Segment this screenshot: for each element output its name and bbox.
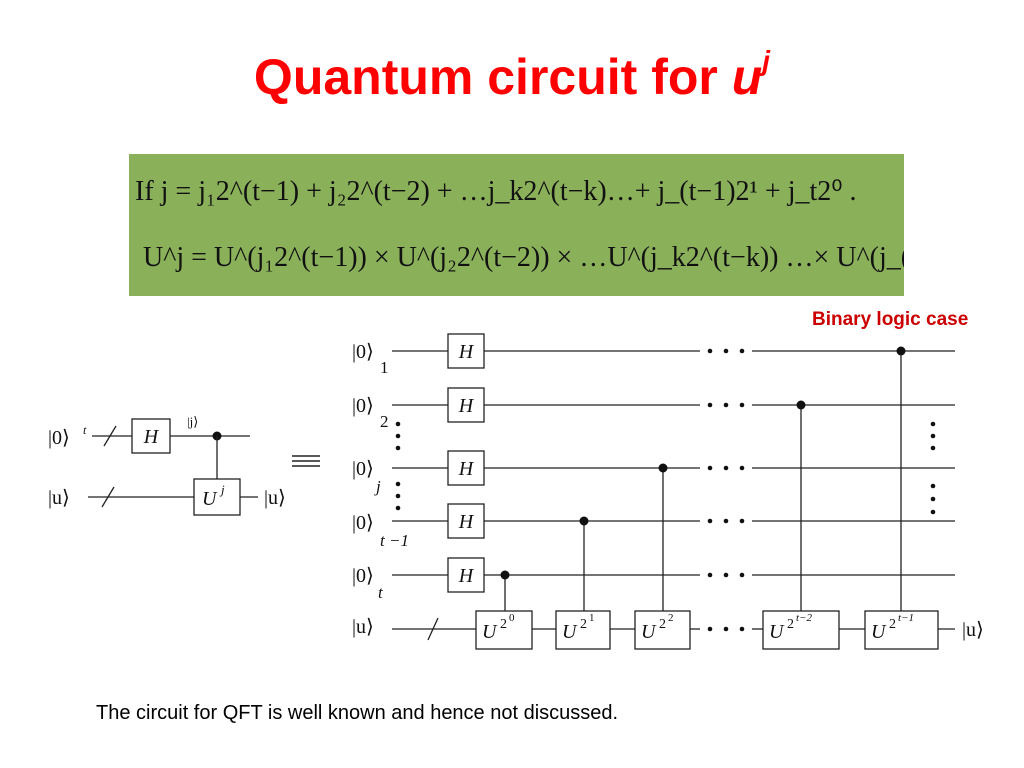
qubit-sub-j: j xyxy=(374,477,381,496)
small-output: |u⟩ xyxy=(264,487,286,509)
u-gate-3-exp: 2 xyxy=(659,617,666,632)
h-gate-1: H xyxy=(447,333,485,369)
qubit-label-j: |0⟩ xyxy=(352,458,374,480)
control-dot-2 xyxy=(796,400,806,410)
equation-box: If j = j₁2^(t−1) + j₂2^(t−2) + …j_k2^(t−… xyxy=(129,154,904,296)
h-gate-t-label: H xyxy=(458,565,475,587)
u-gate-5-exp2: t−1 xyxy=(898,612,914,624)
control-dot-t1 xyxy=(579,516,589,526)
small-slash-top xyxy=(103,425,117,447)
right-vertical-dots xyxy=(930,421,936,515)
h-gate-2: H xyxy=(447,387,485,423)
page-title: Quantum circuit for uj xyxy=(0,45,1024,106)
u-gate-5: U 2 t−1 xyxy=(864,610,939,650)
h-gate-t1-label: H xyxy=(458,511,475,533)
qubit-sub-1: 1 xyxy=(380,358,389,377)
target-slash xyxy=(427,617,439,641)
u-gate-1-base: U xyxy=(482,621,498,643)
target-label: |u⟩ xyxy=(352,616,374,638)
u-gate-3-exp2: 2 xyxy=(668,612,674,624)
qubit-sub-2: 2 xyxy=(380,412,389,431)
small-u-sup: j xyxy=(219,482,225,497)
u-gate-2-exp: 2 xyxy=(580,617,587,632)
u-gate-4: U 2 t−2 xyxy=(762,610,840,650)
horizontal-ellipses xyxy=(707,348,745,632)
caption: The circuit for QFT is well known and he… xyxy=(96,702,619,724)
qubit-sub-t: t xyxy=(378,583,384,602)
big-circuit: |0⟩ 1 |0⟩ 2 |0⟩ j |0⟩ t −1 |0⟩ t |u⟩ xyxy=(352,333,984,650)
small-input-bottom: |u⟩ xyxy=(48,487,70,509)
h-gate-j: H xyxy=(447,450,485,486)
u-gate-2-base: U xyxy=(562,621,578,643)
h-gate-t1: H xyxy=(447,503,485,539)
control-dot-j xyxy=(658,463,668,473)
u-gate-1: U 2 0 xyxy=(475,610,533,650)
title-text: Quantum circuit for xyxy=(253,49,732,105)
title-var: u xyxy=(731,49,763,105)
qubit-label-1: |0⟩ xyxy=(352,341,374,363)
small-circuit: |0⟩ t H |j⟩ |u⟩ U j |u⟩ xyxy=(48,414,320,516)
u-gate-4-base: U xyxy=(769,621,785,643)
small-h-label: H xyxy=(143,426,160,448)
control-dot-t xyxy=(500,570,510,580)
small-h-gate xyxy=(131,418,171,454)
u-gate-2: U 2 1 xyxy=(555,610,611,650)
small-input-top: |0⟩ xyxy=(48,427,70,449)
small-input-top-sup: t xyxy=(83,423,87,437)
left-vertical-dots xyxy=(395,421,401,511)
u-gate-4-exp: 2 xyxy=(787,617,794,632)
small-u-base: U xyxy=(202,488,218,510)
h-gate-j-label: H xyxy=(458,458,475,480)
u-gate-5-base: U xyxy=(871,621,887,643)
equation-line-1: If j = j₁2^(t−1) + j₂2^(t−2) + …j_k2^(t−… xyxy=(135,176,857,207)
qubit-label-2: |0⟩ xyxy=(352,395,374,417)
u-gate-4-exp2: t−2 xyxy=(796,612,812,624)
qubit-label-t: |0⟩ xyxy=(352,565,374,587)
big-output: |u⟩ xyxy=(962,619,984,641)
control-dot-1 xyxy=(896,346,906,356)
u-gate-2-exp2: 1 xyxy=(589,612,595,624)
title-sup: j xyxy=(762,45,771,77)
h-gate-2-label: H xyxy=(458,395,475,417)
u-gate-1-exp: 2 xyxy=(500,617,507,632)
qubit-label-t1: |0⟩ xyxy=(352,512,374,534)
qubit-sub-t1: t −1 xyxy=(380,531,409,550)
small-label-j: |j⟩ xyxy=(187,414,198,429)
u-gate-1-exp2: 0 xyxy=(509,612,515,624)
u-gate-3: U 2 2 xyxy=(634,610,691,650)
u-gate-3-base: U xyxy=(641,621,657,643)
equation-svg: If j = j₁2^(t−1) + j₂2^(t−2) + …j_k2^(t−… xyxy=(135,176,904,273)
h-gate-t: H xyxy=(447,557,485,593)
h-gate-1-label: H xyxy=(458,341,475,363)
u-gate-5-exp: 2 xyxy=(889,617,896,632)
small-slash-bottom xyxy=(101,486,115,508)
equation-line-2: U^j = U^(j₁2^(t−1)) × U^(j₂2^(t−2)) × …U… xyxy=(143,242,904,273)
small-u-gate xyxy=(193,478,241,516)
binary-logic-label: Binary logic case xyxy=(812,309,969,330)
